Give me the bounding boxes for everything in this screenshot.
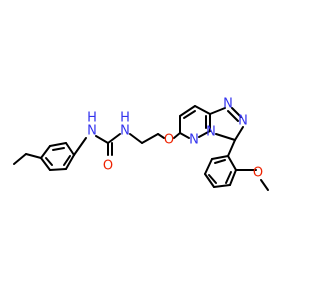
methoxyphenyl-ring — [204, 139, 237, 188]
ethyl-group — [13, 153, 42, 165]
ethylphenyl-ring — [40, 142, 75, 171]
atom-label-nh-right-h: H — [120, 111, 130, 126]
atom-label-pyridazine-nitrogen: N — [189, 133, 199, 148]
atom-label-nh-left: N — [87, 124, 97, 139]
atom-label-carbonyl-oxygen: O — [103, 159, 113, 174]
triazole-ring — [209, 107, 244, 141]
atom-label-nh-right: N — [120, 124, 130, 139]
pyridazine-ring — [179, 105, 211, 139]
atom-label-ether-oxygen: O — [164, 133, 174, 148]
molecule-structure-diagram: H N H N O O N N N N O — [13, 97, 269, 191]
atom-label-triazole-nitrogen-1: N — [223, 97, 233, 112]
urea-linker — [73, 133, 121, 156]
atom-label-nh-left-h: H — [87, 111, 97, 126]
methoxy-group — [235, 169, 269, 191]
ethylene-oxy-chain — [129, 132, 181, 144]
atom-labels: H N H N O O N N N N O — [87, 97, 263, 181]
atom-label-triazole-nitrogen-2: N — [238, 114, 248, 129]
atom-label-methoxy-oxygen: O — [253, 166, 263, 181]
atom-label-bridge-nitrogen: N — [206, 125, 216, 140]
